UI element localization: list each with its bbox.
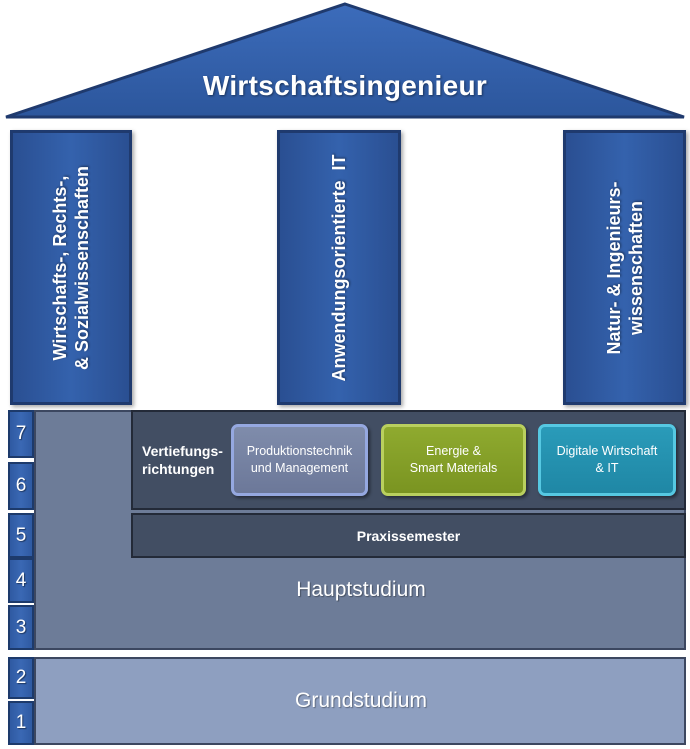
spec-digitale-wirtschaft-it: Digitale Wirtschaft & IT xyxy=(538,424,676,496)
spec-label-line: & IT xyxy=(595,461,619,475)
pillar-anwendungsorientierte-it: Anwendungsorientierte IT xyxy=(277,130,401,405)
roof xyxy=(5,2,685,119)
pillar-label-line: Wirtschafts-, Rechts-, xyxy=(50,175,70,360)
grundstudium-block xyxy=(34,657,686,745)
semester-2: 2 xyxy=(8,657,34,699)
roof-shape xyxy=(5,2,685,119)
pillar-natur-ingenieur: Natur- & Ingenieurs- wissenschaften xyxy=(563,130,686,405)
praxissemester-band: Praxissemester xyxy=(131,513,686,558)
semester-6: 6 xyxy=(8,462,34,510)
spec-energie-smart-materials: Energie & Smart Materials xyxy=(381,424,526,496)
spec-produktionstechnik: Produktionstechnik und Management xyxy=(231,424,368,496)
pillar-label: Wirtschafts-, Rechts-, & Sozialwissensch… xyxy=(49,165,93,369)
hauptstudium-label: Hauptstudium xyxy=(296,578,426,601)
vertiefungsrichtungen-label-line: richtungen xyxy=(142,461,215,477)
semester-7: 7 xyxy=(8,410,34,458)
spec-label-line: Produktionstechnik xyxy=(246,444,353,458)
semester-3: 3 xyxy=(8,605,34,650)
pillar-label-line: Natur- & Ingenieurs- xyxy=(603,180,624,355)
vertiefungsrichtungen-label-line: Vertiefungs- xyxy=(142,443,223,459)
semester-4: 4 xyxy=(8,558,34,603)
semester-5: 5 xyxy=(8,513,34,558)
pillar-label-line: Anwendungsorientierte IT xyxy=(329,153,349,382)
semester-1: 1 xyxy=(8,701,34,745)
spec-label-line: Energie & xyxy=(426,444,481,458)
spec-label-line: Smart Materials xyxy=(409,461,498,475)
pillar-label-line: & Sozialwissenschaften xyxy=(72,165,92,370)
pillar-wirtschaft-recht-sozial: Wirtschafts-, Rechts-, & Sozialwissensch… xyxy=(10,130,132,405)
grundstudium-label: Grundstudium xyxy=(295,689,427,712)
pillar-label: Natur- & Ingenieurs- wissenschaften xyxy=(603,181,647,354)
roof-title: Wirtschaftsingenieur xyxy=(202,70,488,101)
pillar-label: Anwendungsorientierte IT xyxy=(328,154,350,381)
spec-label-line: und Management xyxy=(250,461,349,475)
vertiefungsrichtungen-label: Vertiefungs- richtungen xyxy=(142,442,237,478)
spec-label-line: Digitale Wirtschaft xyxy=(556,444,658,458)
pillar-label-line: wissenschaften xyxy=(625,200,646,335)
